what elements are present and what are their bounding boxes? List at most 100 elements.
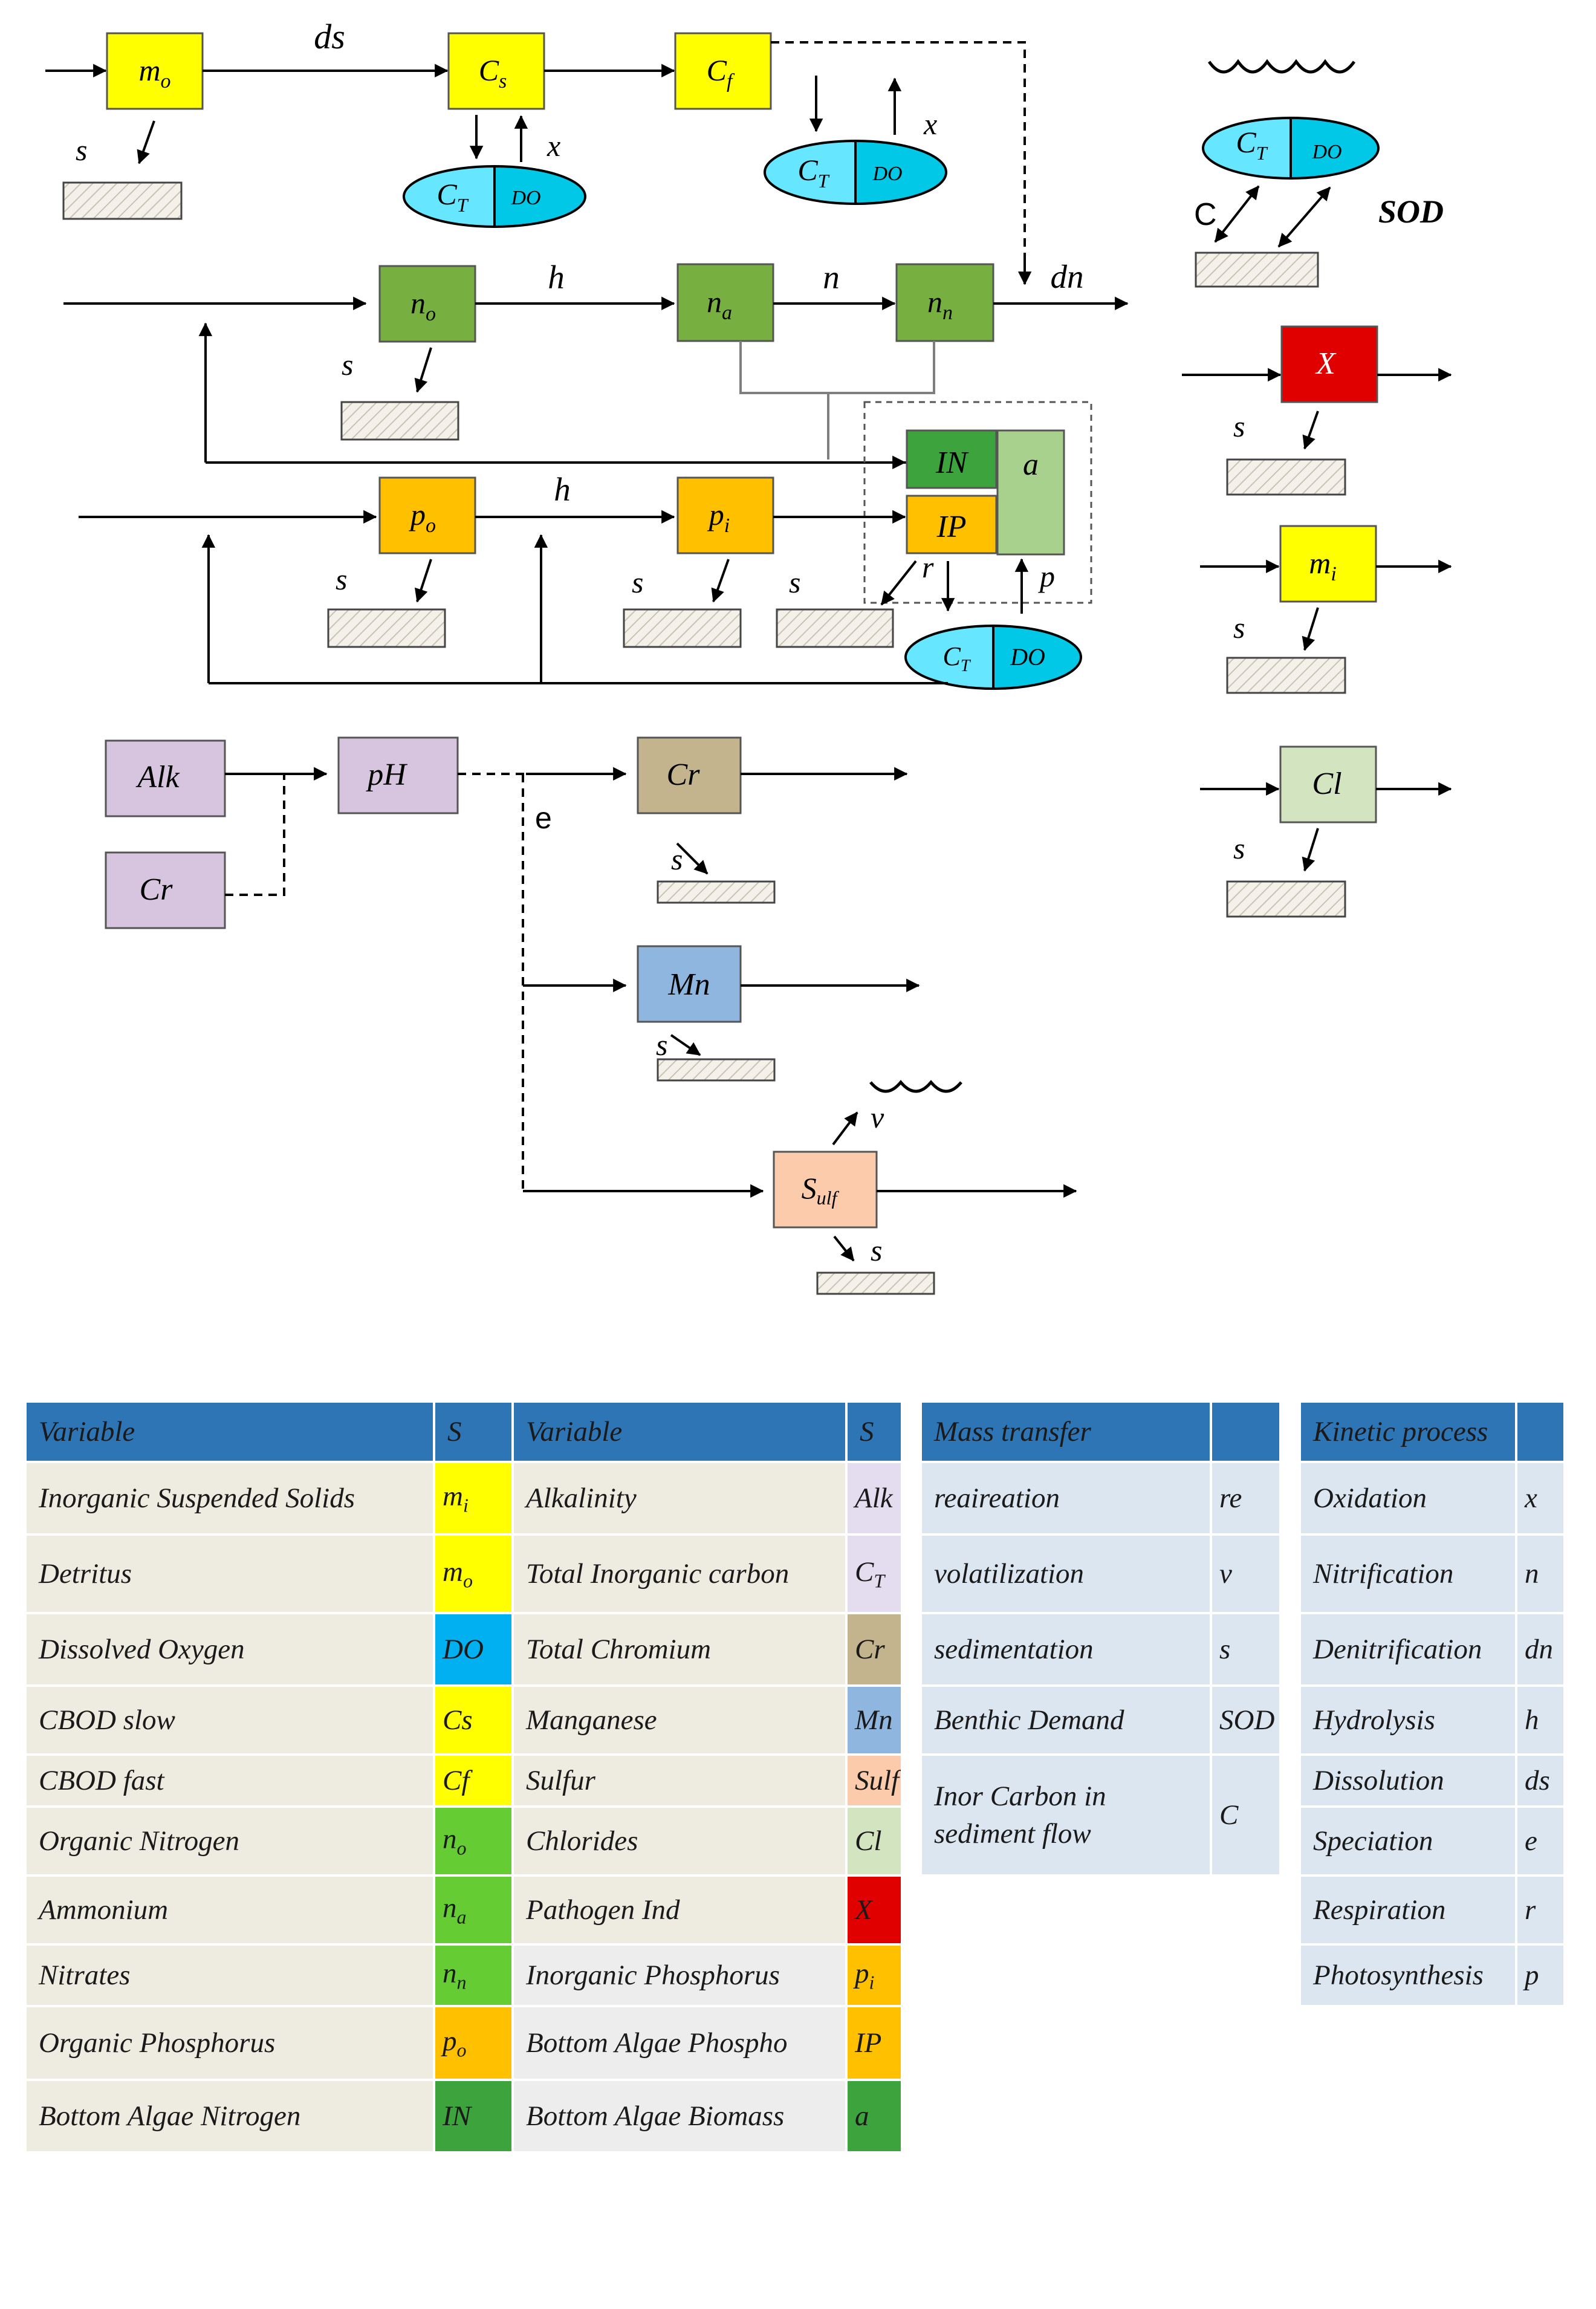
header-symbol-1: S [435, 1403, 514, 1463]
node-algae-biomass [996, 429, 1065, 556]
label-sod: SOD [1378, 193, 1444, 230]
variable-symbol: Cf [435, 1756, 514, 1808]
surface-wave-icon [1207, 59, 1356, 74]
variable-name: Inorganic Phosphorus [514, 1946, 848, 2007]
variable-symbol: DO [435, 1614, 514, 1687]
variable-symbol: Cl [848, 1808, 903, 1877]
variable-name: Bottom Algae Phospho [514, 2007, 848, 2081]
variables-table: Variable S Variable S Inorganic Suspende… [27, 1403, 903, 2154]
node-chlorides [1279, 745, 1377, 823]
sediment-pi [623, 608, 742, 648]
surface-wave-small-icon [869, 1080, 962, 1093]
label-hydrolysis-p: h [554, 471, 571, 508]
variable-name: Alkalinity [514, 1463, 848, 1536]
mass-transfer-name: volatilization [922, 1536, 1212, 1614]
kinetic-symbol: r [1517, 1877, 1566, 1946]
label-s-mi: s [1233, 611, 1245, 645]
variable-name: Detritus [27, 1536, 435, 1614]
kinetic-symbol: x [1517, 1463, 1566, 1536]
variable-symbol: X [848, 1877, 903, 1946]
variable-symbol: Cs [435, 1687, 514, 1756]
node-chromium [637, 736, 742, 814]
node-inorganic-solids-label: mi [1309, 546, 1337, 585]
node-manganese [637, 945, 742, 1023]
variable-name: Chlorides [514, 1808, 848, 1877]
node-inorganic-phosphorus [676, 476, 774, 554]
svg-text:DO: DO [1311, 141, 1341, 163]
node-cbod-fast [674, 32, 772, 110]
kinetic-symbol: dn [1517, 1614, 1566, 1687]
sediment-mo [62, 181, 183, 220]
node-inorganic-phosphorus-label: pi [707, 498, 730, 537]
variable-symbol: IP [848, 2007, 903, 2081]
node-organic-phosphorus [378, 476, 476, 554]
node-inorganic-carbon [105, 851, 226, 929]
kinetic-name: Oxidation [1301, 1463, 1517, 1536]
variable-symbol: po [435, 2007, 514, 2081]
node-ph [337, 736, 459, 814]
label-denitrification: dn [1051, 258, 1084, 295]
variable-name: Nitrates [27, 1946, 435, 2007]
sediment-mn [657, 1058, 776, 1082]
kinetic-name: Speciation [1301, 1808, 1517, 1877]
label-photosynthesis: p [1038, 559, 1055, 593]
label-s-mo: s [76, 133, 87, 167]
kinetic-symbol: e [1517, 1808, 1566, 1877]
node-alkalinity-label: Alk [135, 760, 180, 794]
kinetic-header-row: Kinetic process [1301, 1403, 1566, 1463]
kinetic-symbol: ds [1517, 1756, 1566, 1808]
sediment-x [1226, 458, 1346, 496]
variable-symbol: Sulf [848, 1756, 903, 1808]
label-hydrolysis-n: h [548, 259, 565, 296]
node-inorganic-carbon-label: Cr [140, 872, 174, 907]
sediment-cl [1226, 880, 1346, 918]
label-nitrification: n [823, 259, 840, 296]
mass-transfer-symbol: SOD [1212, 1687, 1282, 1756]
node-pathogen-label: X [1315, 346, 1337, 381]
mass-transfer-name: Inor Carbon in sediment flow [922, 1756, 1212, 1877]
header-symbol-2: S [848, 1403, 903, 1463]
label-speciation: e [535, 801, 552, 835]
node-cbod-fast-label: Cf [707, 53, 735, 93]
header-kinetic-symbol [1517, 1403, 1566, 1463]
node-cbod-slow-label: Cs [479, 53, 507, 93]
variable-name: Organic Phosphorus [27, 2007, 435, 2081]
variable-name: Dissolved Oxygen [27, 1614, 435, 1687]
mass-transfer-symbol: C [1212, 1756, 1282, 1877]
ellipse-ct-do-1: CT DO [403, 164, 586, 229]
node-inorganic-solids [1279, 525, 1377, 603]
label-s-no: s [342, 348, 353, 382]
mass-transfer-symbol: s [1212, 1614, 1282, 1687]
ellipse-ct-do-sod: CT DO [1202, 116, 1380, 180]
variable-name: Bottom Algae Biomass [514, 2081, 848, 2154]
water-quality-diagram: mo ds Cs Cf s x CT DO x CT DO CT DO C SO… [45, 17, 1452, 1295]
kinetic-name: Dissolution [1301, 1756, 1517, 1808]
variable-symbol: mo [435, 1536, 514, 1614]
mass-transfer-header-row: Mass transfer [922, 1403, 1282, 1463]
sediment-cr [657, 880, 776, 904]
ellipse-ct-do-algae: CT DO [904, 624, 1082, 690]
header-kinetic-process: Kinetic process [1301, 1403, 1517, 1463]
variable-name: Bottom Algae Nitrogen [27, 2081, 435, 2154]
node-algae-nitrogen [906, 429, 997, 489]
kinetic-symbol: p [1517, 1946, 1566, 2007]
variable-symbol: pi [848, 1946, 903, 2007]
label-s-po: s [336, 562, 347, 596]
variable-symbol: no [435, 1808, 514, 1877]
node-organic-nitrogen [378, 265, 476, 343]
label-x-cs: x [547, 129, 560, 163]
svg-text:DO: DO [872, 163, 902, 185]
